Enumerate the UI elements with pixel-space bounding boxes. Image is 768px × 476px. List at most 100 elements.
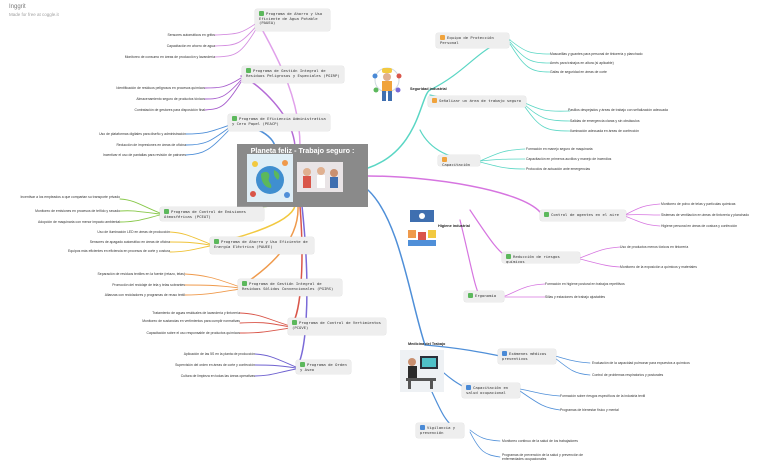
- tree-icon: [246, 68, 251, 73]
- leaf-vertimientos-3: Capacitación sobre el uso responsable de…: [146, 331, 241, 335]
- tree-icon: [468, 293, 473, 298]
- leaf-agua-1: Sensores automáticos en grifos: [167, 33, 216, 37]
- leaf-examenes-1: Evaluación de la capacidad pulmonar para…: [592, 361, 690, 365]
- group-salud[interactable]: Capacitación en salud ocupacional: [462, 383, 520, 398]
- section-higiene-title: Higiene industrial: [438, 224, 470, 228]
- connector-ergonomia-leaves: [504, 283, 546, 298]
- group-capacitacion-label: Capacitación: [442, 161, 471, 167]
- leaf-energia-3: Equipos más eficientes en eficiencia en …: [68, 249, 170, 253]
- leaf-papel-3: Incentivar el uso de pantallas para revi…: [102, 153, 186, 157]
- branch-no-peligrosos[interactable]: Programa de Gestión Integral de Residuos…: [238, 279, 342, 296]
- connector-emisiones-leaves: [119, 198, 161, 223]
- branch-agua[interactable]: Programa de Ahorro y Uso Eficiente de Ag…: [255, 9, 330, 31]
- tree-icon: [164, 209, 169, 214]
- connector-salud-leaves: [519, 388, 561, 411]
- group-capacitacion[interactable]: Capacitación: [438, 155, 480, 166]
- leaf-senalizar-1: Pasillos despejados y áreas de trabajo c…: [568, 108, 668, 112]
- connector-examenes-leaves: [554, 355, 591, 376]
- group-ergonomia[interactable]: Ergonomía: [464, 291, 504, 302]
- globe-illustration: [247, 154, 293, 202]
- tree-icon: [544, 212, 549, 217]
- branch-papel[interactable]: Programa de Eficiencia Administrativa y …: [228, 114, 330, 131]
- leaf-papel-2: Reducción de impresiones en áreas de ofi…: [116, 143, 186, 147]
- connector-agua-leaves: [214, 21, 259, 58]
- section-medicina-title: Medicina del Trabajo: [408, 342, 446, 346]
- leaf-aire-2: Sistemas de ventilación en áreas de tint…: [661, 213, 750, 217]
- branch-orden[interactable]: Programa de Orden y Aseo: [296, 360, 351, 374]
- header-title: Inggrit: [9, 4, 26, 10]
- branch-emisiones[interactable]: Programa de Control de Emisiones Atmosfé…: [160, 207, 264, 221]
- group-examenes[interactable]: Exámenes médicos preventivos: [498, 349, 556, 364]
- leaf-no-peligrosos-2: Promoción del reciclaje de tela y telas …: [112, 283, 185, 287]
- connector-examenes: [424, 344, 501, 357]
- leaf-peligrosos-3: Contratación de gestores para disposició…: [134, 108, 206, 112]
- connector-vigilancia-leaves: [469, 429, 501, 458]
- leaf-emisiones-3: Adopción de maquinaria con menor impacto…: [38, 220, 120, 224]
- tree-icon: [232, 116, 237, 121]
- leaf-no-peligrosos-3: Alianzas con recicladores y programas de…: [104, 293, 185, 297]
- group-salud-label: Capacitación en salud ocupacional: [466, 385, 509, 395]
- branch-no-peligrosos-label: Programa de Gestión Integral de Residuos…: [242, 281, 334, 291]
- connector-aire-leaves: [624, 203, 661, 227]
- group-aire-label: Control de agentes en el aire: [551, 212, 619, 217]
- branch-vertimientos-label: Programa de Control de Vertimientos (PCO…: [292, 320, 381, 330]
- leaf-senalizar-3: Iluminación adecuada en áreas de confecc…: [570, 129, 639, 133]
- header-subtitle: Made for free at coggle.it: [9, 12, 59, 17]
- leaf-energia-2: Sensores de apagado automático en áreas …: [89, 240, 170, 244]
- branch-energia-label: Programa de Ahorro y Uso Eficiente de En…: [214, 239, 308, 249]
- medicine-illustration: [400, 350, 444, 392]
- leaf-orden-3: Cultura de limpieza en todas las áreas o…: [180, 374, 255, 378]
- star-icon: [440, 35, 445, 40]
- group-vigilancia-label: Vigilancia y prevención: [420, 425, 456, 435]
- branch-orden-label: Programa de Orden y Aseo: [300, 362, 347, 372]
- safety-illustration: [372, 67, 402, 101]
- branch-peligrosos[interactable]: Programa de Gestión Integral de Residuos…: [242, 66, 344, 83]
- leaf-epp-2: Arnés para trabajos en altura (si aplica…: [550, 61, 614, 65]
- group-senalizar[interactable]: Señalizar un área de trabajo seguro: [428, 96, 526, 107]
- connector-epp-leaves: [509, 39, 551, 73]
- connector-no-peligrosos-leaves: [184, 273, 241, 296]
- leaf-energia-1: Uso de iluminación LED en áreas de produ…: [97, 230, 170, 234]
- leaf-salud-2: Programas de bienestar físico y mental: [560, 408, 619, 412]
- group-quimicos[interactable]: Reducción de riesgos químicos: [502, 252, 580, 263]
- connector-papel-leaves: [185, 124, 231, 156]
- leaf-ergonomia-1: Formación en higiene postural en trabajo…: [545, 282, 625, 286]
- person-icon: [466, 385, 471, 390]
- connector-vertimientos-leaves: [239, 312, 291, 334]
- leaf-vigilancia-2: Programas de prevención de la salud y pr…: [502, 453, 584, 461]
- leaf-orden-2: Supervisión del orden en áreas de corte …: [175, 363, 255, 367]
- hygiene-illustration: [408, 210, 436, 246]
- leaf-epp-1: Mascarillas y guantes para personal de t…: [550, 52, 643, 56]
- central-node[interactable]: Planeta feliz - Trabajo seguro :: [237, 144, 368, 207]
- connector-quimicos-leaves: [579, 246, 621, 268]
- branch-vertimientos[interactable]: Programa de Control de Vertimientos (PCO…: [288, 318, 386, 335]
- group-epp[interactable]: Equipo de Protección Personal: [436, 33, 509, 48]
- star-icon: [442, 157, 447, 162]
- group-quimicos-label: Reducción de riesgos químicos: [506, 254, 560, 264]
- group-vigilancia[interactable]: Vigilancia y prevención: [416, 423, 464, 438]
- leaf-quimicos-1: Uso de productos menos tóxicos en tintor…: [620, 245, 689, 249]
- group-senalizar-label: Señalizar un área de trabajo seguro: [439, 98, 521, 103]
- branch-emisiones-label: Programa de Control de Emisiones Atmosfé…: [164, 209, 246, 219]
- leaf-capacitacion-1: Formación en manejo seguro de maquinaria: [526, 147, 593, 151]
- branch-agua-label: Programa de Ahorro y Uso Eficiente de Ag…: [259, 11, 323, 26]
- tree-icon: [259, 11, 264, 16]
- leaf-capacitacion-3: Protocolos de actuación ante emergencias: [526, 167, 591, 171]
- group-aire[interactable]: Control de agentes en el aire: [540, 210, 626, 221]
- connector-orden-leaves: [254, 353, 297, 377]
- leaf-salud-1: Formación sobre riesgos específicos de l…: [560, 394, 646, 398]
- leaf-no-peligrosos-1: Separación de residuos textiles en la fu…: [97, 272, 185, 276]
- group-examenes-label: Exámenes médicos preventivos: [502, 351, 547, 361]
- leaf-senalizar-2: Salidas de emergencia claras y sin obstá…: [570, 119, 640, 123]
- tree-icon: [300, 362, 305, 367]
- tree-icon: [242, 281, 247, 286]
- connector-ergonomia: [459, 219, 481, 297]
- connector-capacitacion-leaves: [479, 148, 526, 170]
- leaf-vigilancia-1: Monitoreo continuo de la salud de los tr…: [502, 439, 578, 443]
- branch-energia[interactable]: Programa de Ahorro y Uso Eficiente de En…: [210, 237, 314, 254]
- leaf-vertimientos-2: Monitoreo de sustancias en vertimientos …: [142, 319, 240, 323]
- group-ergonomia-label: Ergonomía: [475, 293, 497, 298]
- tree-icon: [506, 254, 511, 259]
- leaf-examenes-2: Control de problemas respiratorios y pos…: [592, 373, 664, 377]
- branch-papel-label: Programa de Eficiencia Administrativa y …: [232, 116, 326, 126]
